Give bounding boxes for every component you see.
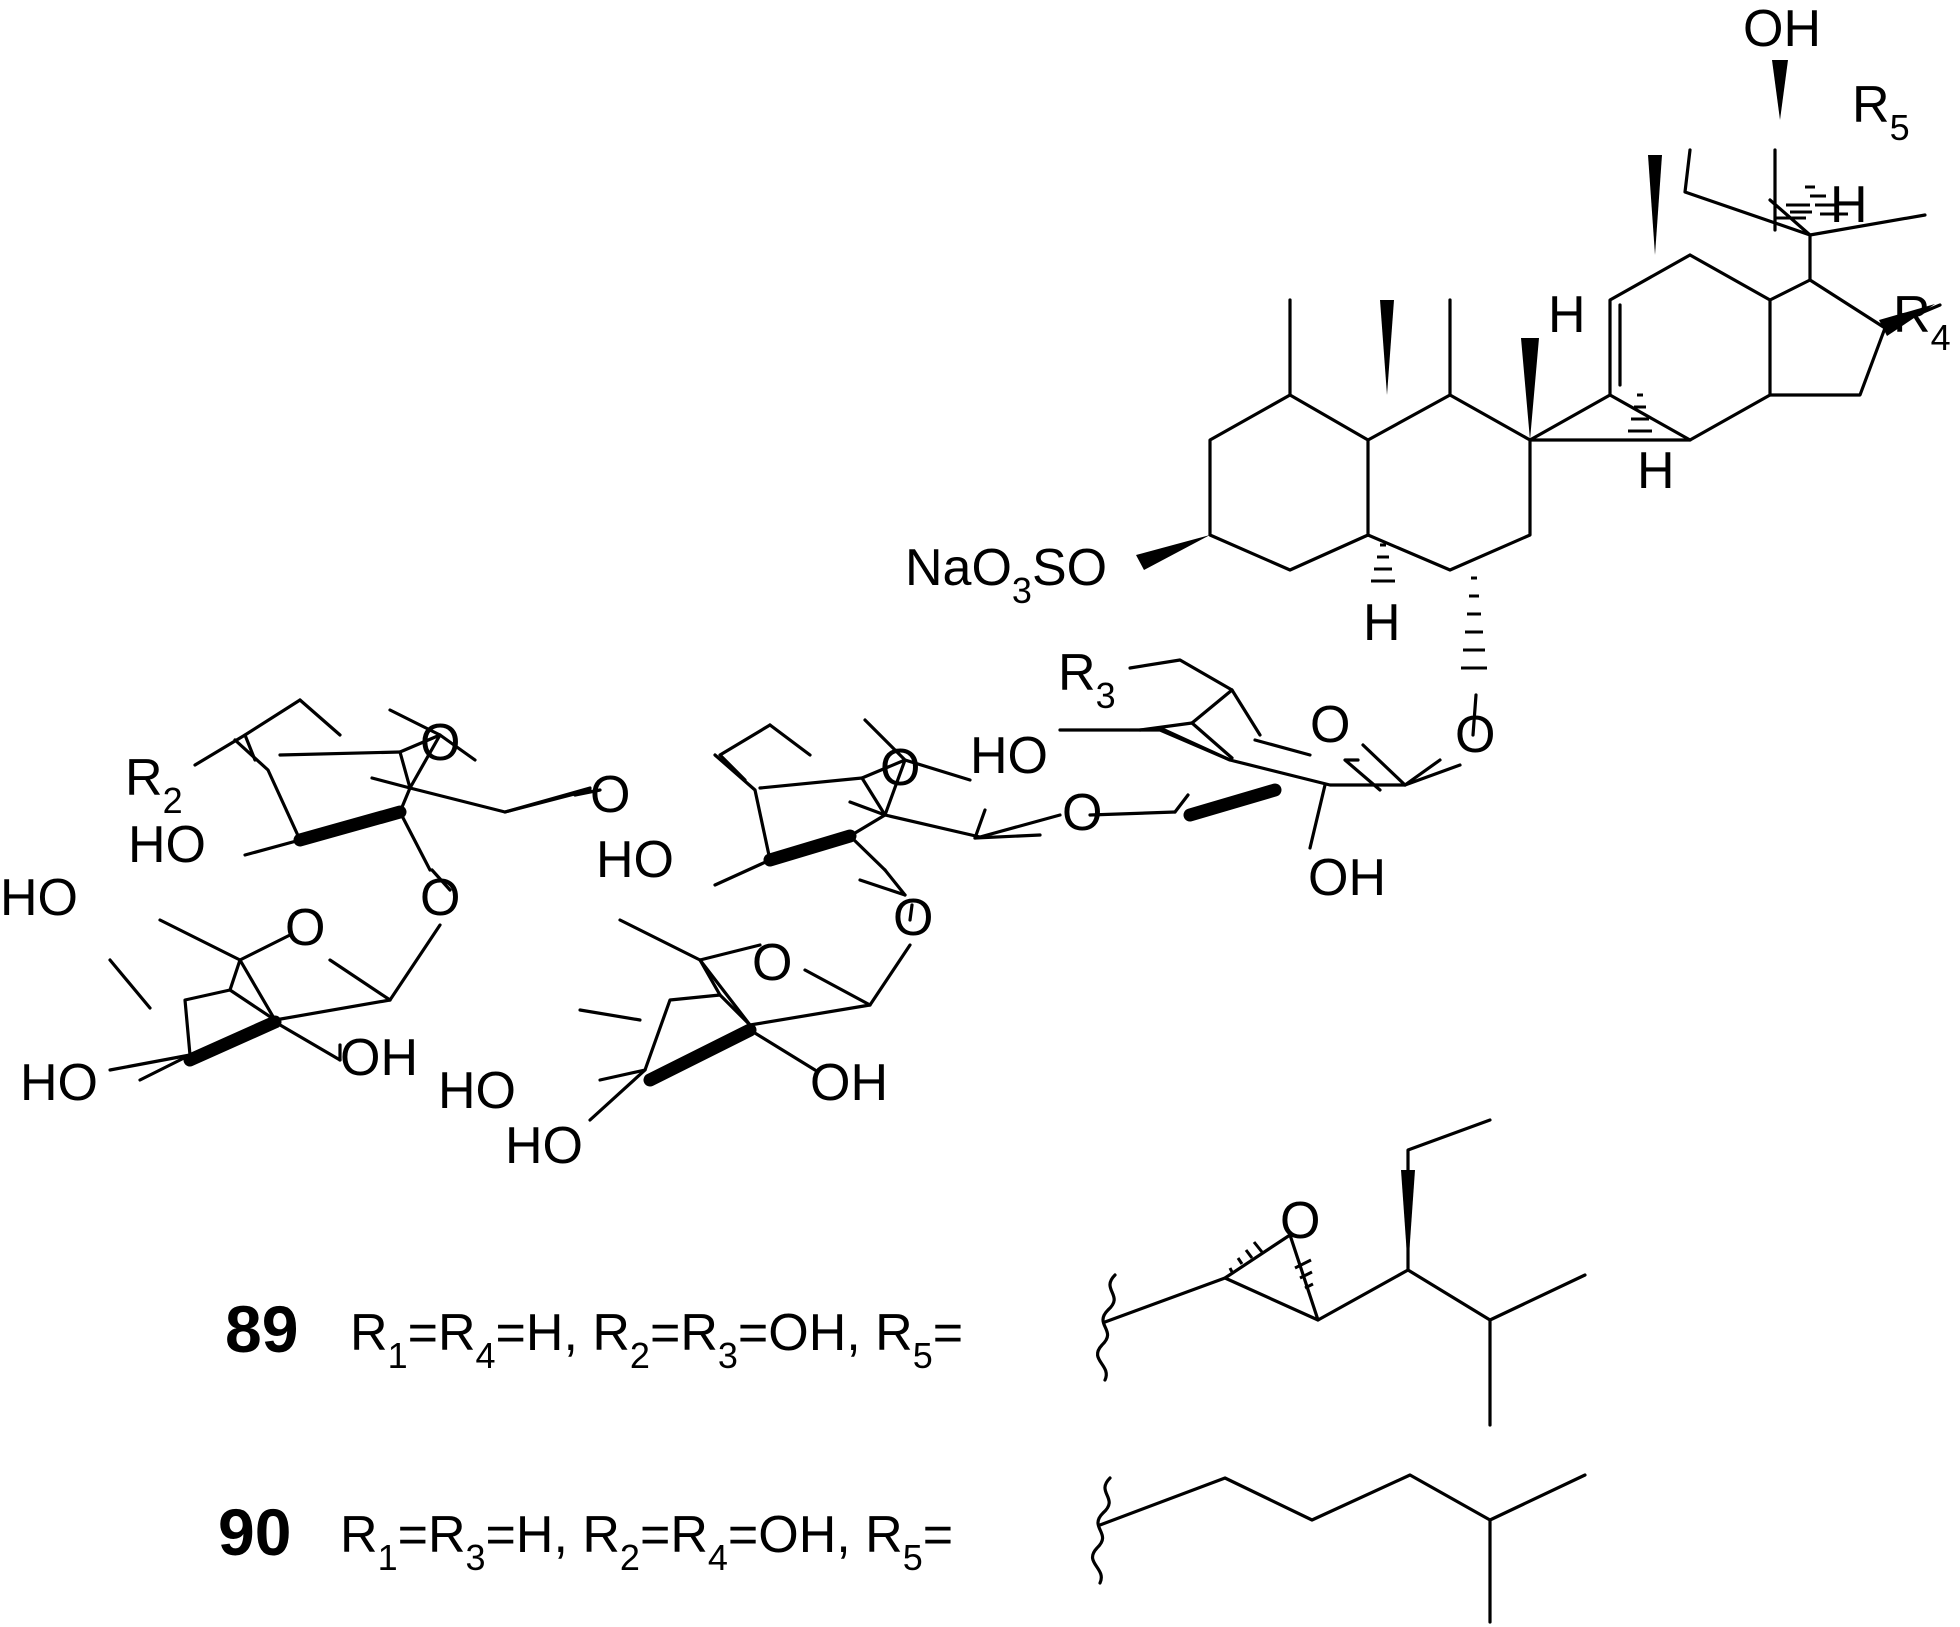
sugar-chain-bonds bbox=[108, 658, 1478, 1122]
label-epoxide-o: O bbox=[1280, 1192, 1320, 1250]
label-r2: R2 bbox=[125, 749, 183, 821]
label-o-glc2: O bbox=[1062, 784, 1102, 842]
atom-labels: OH R5 H R4 H H H NaO3SO R3 O O HO O OH O… bbox=[0, 0, 1951, 1175]
label-sulfate: NaO3SO bbox=[905, 539, 1107, 611]
compound-90-number: 90 bbox=[218, 1495, 291, 1569]
label-oh-top: OH bbox=[1743, 0, 1821, 58]
label-o-link-12: O bbox=[590, 766, 630, 824]
steroid-core-bonds bbox=[1208, 148, 1942, 572]
compound-90-side-chain bbox=[1090, 1473, 1587, 1624]
label-h-c14: H bbox=[1637, 442, 1675, 500]
label-oh-glc: OH bbox=[1308, 849, 1386, 907]
label-h-c17: H bbox=[1830, 176, 1868, 234]
label-h-c5: H bbox=[1363, 594, 1401, 652]
compound-90-formula: R1=R3=H, R2=R4=OH, R5= bbox=[340, 1506, 953, 1578]
label-h-c8: H bbox=[1548, 286, 1586, 344]
label-r3: R3 bbox=[1058, 644, 1116, 716]
compound-90-row: 90 R1=R3=H, R2=R4=OH, R5= bbox=[218, 1473, 1587, 1624]
compound-89-number: 89 bbox=[225, 1292, 298, 1366]
label-ho-s4-a: HO bbox=[0, 869, 78, 927]
label-ho-s5-b: HO bbox=[505, 1117, 583, 1175]
compound-89-formula: R1=R4=H, R2=R3=OH, R5= bbox=[350, 1304, 963, 1376]
label-ho-s4-b: HO bbox=[20, 1054, 98, 1112]
label-o-ring-s4: O bbox=[285, 899, 325, 957]
label-ho-qui2: HO bbox=[596, 831, 674, 889]
compound-89-side-chain: O bbox=[1095, 1118, 1587, 1427]
label-ho-glc4: HO bbox=[970, 727, 1048, 785]
label-oh-s5: OH bbox=[810, 1054, 888, 1112]
label-o-qui3-2: O bbox=[420, 869, 460, 927]
label-o-ring-qui2: O bbox=[880, 739, 920, 797]
label-ho-qui3: HO bbox=[128, 816, 206, 874]
label-r5: R5 bbox=[1852, 76, 1910, 148]
label-oh-s4: OH bbox=[340, 1029, 418, 1087]
label-o-ring-qui3: O bbox=[420, 714, 460, 772]
label-o-ring-s5: O bbox=[752, 934, 792, 992]
compound-89-row: 89 R1=R4=H, R2=R3=OH, R5= O bbox=[225, 1118, 1587, 1427]
label-r4: R4 bbox=[1893, 286, 1951, 358]
label-o-qui2-2: O bbox=[893, 889, 933, 947]
label-o-link-c6: O bbox=[1455, 706, 1495, 764]
steroid-stereo-bonds bbox=[1136, 60, 1935, 670]
label-ho-s5-a: HO bbox=[438, 1062, 516, 1120]
label-o-ring-glc: O bbox=[1310, 696, 1350, 754]
